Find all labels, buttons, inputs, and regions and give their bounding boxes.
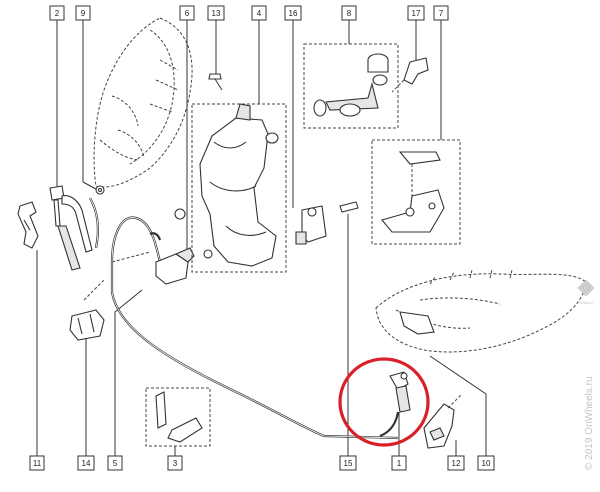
callout-14: 14	[77, 336, 95, 471]
callout-4: 4	[251, 5, 267, 104]
headlamp-washer-nozzle	[379, 371, 411, 438]
svg-text:12: 12	[452, 459, 461, 468]
bolt	[208, 73, 223, 91]
filler-clip	[391, 57, 429, 93]
svg-text:10: 10	[482, 459, 491, 468]
svg-text:7: 7	[439, 9, 444, 18]
left-headlamp	[93, 17, 193, 188]
svg-text:RENAULT: RENAULT	[578, 301, 595, 305]
nozzle-cover-group	[145, 387, 211, 447]
telescopic-nozzle	[57, 195, 100, 271]
callout-15: 15	[339, 214, 357, 471]
svg-text:17: 17	[412, 9, 421, 18]
svg-text:© 2019 OnWheels.ru: © 2019 OnWheels.ru	[584, 376, 595, 470]
right-headlamp	[375, 269, 587, 353]
mounting-bolt	[339, 201, 359, 213]
highlight-circle	[338, 357, 430, 447]
callout-3: 3	[167, 446, 183, 471]
svg-text:11: 11	[33, 459, 42, 468]
callout-16: 16	[284, 5, 302, 208]
svg-text:1: 1	[397, 459, 402, 468]
svg-text:16: 16	[289, 9, 298, 18]
callout-2: 2	[49, 5, 65, 188]
callout-8: 8	[341, 5, 357, 44]
svg-text:4: 4	[257, 9, 262, 18]
svg-text:13: 13	[212, 9, 221, 18]
svg-text:3: 3	[173, 459, 178, 468]
left-nozzle-clip	[17, 201, 39, 249]
callout-11: 11	[29, 250, 45, 471]
callout-10: 10	[429, 355, 495, 471]
callout-5: 5	[107, 289, 143, 471]
pump-clip	[69, 309, 105, 341]
callout-7: 7	[433, 5, 449, 140]
callout-6: 6	[179, 5, 195, 255]
filler-neck-group	[303, 43, 399, 129]
svg-text:8: 8	[347, 9, 352, 18]
grommet	[82, 181, 105, 195]
pump-connector	[155, 208, 195, 285]
bracket-group	[371, 139, 461, 245]
watermark: © 2019 OnWheels.ru RENAULT	[577, 279, 595, 470]
callout-9: 9	[75, 5, 91, 182]
svg-text:6: 6	[185, 9, 190, 18]
svg-text:2: 2	[55, 9, 60, 18]
washer-hose	[110, 216, 399, 440]
brand-logo-icon	[577, 279, 595, 297]
reservoir-group	[191, 103, 287, 273]
left-nozzle-bracket	[49, 185, 65, 227]
svg-text:14: 14	[82, 459, 91, 468]
svg-text:5: 5	[113, 459, 118, 468]
callout-17: 17	[407, 5, 425, 62]
nozzle-holder	[423, 393, 463, 449]
callout-1: 1	[391, 412, 407, 471]
washer-pump	[295, 205, 327, 245]
svg-text:9: 9	[81, 9, 86, 18]
svg-text:15: 15	[344, 459, 353, 468]
callout-13: 13	[207, 5, 225, 74]
callout-12: 12	[447, 440, 465, 471]
